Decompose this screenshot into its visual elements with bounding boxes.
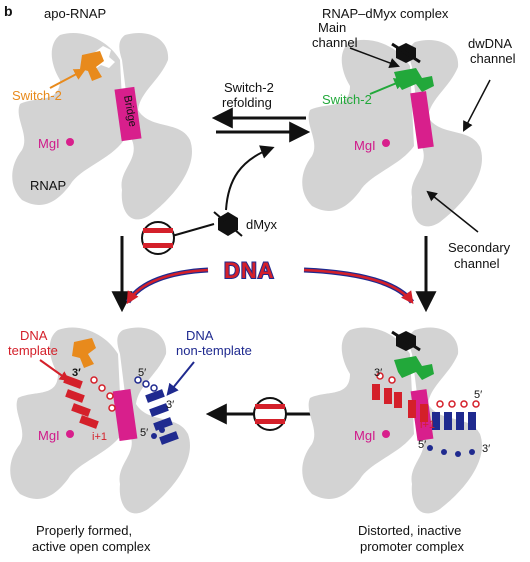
secondary-label-2: channel [454,256,500,271]
template-strand-inactive [372,372,428,422]
i-plus-1-active: i+1 [92,431,107,443]
prime3-active-nontemplate: 3′ [166,399,174,411]
dmyx-bound-bottom [391,330,421,352]
main-channel-label-2: channel [312,35,358,50]
free-dmyx: dMyx [141,211,278,255]
dna-template-label-2: template [8,343,58,358]
switch2-bound-label: Switch-2 [322,92,372,107]
nontemplate-strand-inactive [427,400,480,457]
inhibition-stop-sign-bottom [253,397,287,431]
prime3-inactive-template: 3′ [374,367,382,379]
mgi-dot-apo [66,138,74,146]
prime5-active-bottom: 5′ [140,427,148,439]
bridge-helix [114,86,142,142]
dna-label: DNA [224,258,275,283]
dna-nontemplate-label-1: DNA [186,328,214,343]
panel-letter: b [4,3,13,19]
switch2-apo-label: Switch-2 [12,88,62,103]
inhibition-stop-sign-left [141,221,175,255]
refold-label-1: Switch-2 [224,80,274,95]
mgi-label-active: MgI [38,428,60,443]
equilibrium-arrows: Switch-2 refolding [211,80,311,211]
dmyx-bound-top [391,42,421,64]
refold-label-2: refolding [222,95,272,110]
active-caption-2: active open complex [32,539,151,554]
dna-template-label-1: DNA [20,328,48,343]
complex-title: RNAP–dMyx complex [322,6,449,21]
rnap-label: RNAP [30,178,66,193]
prime3-inactive-bottom: 3′ [482,443,490,455]
switch2-apo [80,51,104,81]
bridge-label: Bridge [121,94,138,127]
prime5-active-nontemplate: 5′ [138,367,146,379]
complex-left-lobe [302,39,414,212]
mgi-dot-active [66,430,74,438]
dmyx-label: dMyx [246,217,278,232]
prime5-inactive-bottom: 5′ [418,439,426,451]
dwdna-label-2: channel [470,51,516,66]
mgi-label-inactive: MgI [354,428,376,443]
active-caption-1: Properly formed, [36,523,132,538]
inactive-promoter-complex: 3′ 5′ 5′ 3′ i+1 MgI Distorted, inactive … [302,327,490,554]
i-plus-1-inactive: i+1 [420,419,435,431]
mgi-dot-complex [382,139,390,147]
mgi-dot-inactive [382,430,390,438]
secondary-label-1: Secondary [448,240,511,255]
mgi-label-complex: MgI [354,138,376,153]
switch2-inactive [394,356,434,380]
switch2-active [72,338,96,368]
dwdna-label-1: dwDNA [468,36,512,51]
dna-nontemplate-label-2: non-template [176,343,252,358]
dna-arrows: DNA [125,257,415,305]
nontemplate-strand-active [134,376,179,445]
bridge-active [112,388,138,442]
apo-rnap-state: apo-RNAP Bridge Switch-2 MgI RNAP [12,6,192,220]
apo-rnap-title: apo-RNAP [44,6,106,21]
template-strand-active [63,375,116,429]
inactive-caption-1: Distorted, inactive [358,523,461,538]
prime5-inactive-top: 5′ [474,389,482,401]
prime3-active-template: 3′ [72,367,81,379]
rnap-dmyx-state: RNAP–dMyx complex Switch-2 MgI Main chan… [302,6,516,271]
active-open-complex: DNA template DNA non-template 3′ 5′ 3′ 5… [8,327,252,554]
mgi-label-apo: MgI [38,136,60,151]
bridge-helix-complex [410,91,434,149]
inactive-caption-2: promoter complex [360,539,465,554]
rnap-right-lobe [119,32,192,220]
main-channel-label-1: Main [318,20,346,35]
